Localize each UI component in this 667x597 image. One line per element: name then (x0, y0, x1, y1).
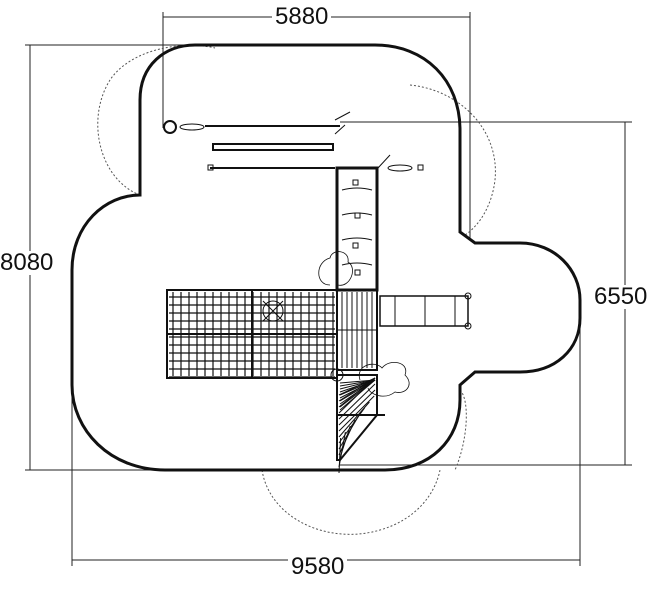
drawing-line (338, 389, 376, 426)
dimension-line-left (25, 44, 240, 471)
drawing-line (338, 377, 376, 414)
drawing-line (338, 377, 376, 408)
drawing-line (338, 431, 346, 468)
drawing-line (338, 377, 376, 396)
drawing-line (338, 407, 366, 444)
dimension-label-left: 8080 (0, 249, 54, 276)
safety-zone-outline (70, 43, 582, 472)
drawing-line (338, 395, 375, 432)
dimension-label-top: 5880 (272, 5, 332, 29)
play-structure (163, 111, 472, 474)
dimension-label-right: 6550 (594, 283, 648, 310)
dimension-line-bottom (71, 320, 581, 566)
drawing-line (338, 377, 376, 402)
dimension-line-right (340, 121, 632, 466)
dimension-label-bottom: 9580 (288, 555, 348, 579)
drawing-line (338, 437, 342, 474)
